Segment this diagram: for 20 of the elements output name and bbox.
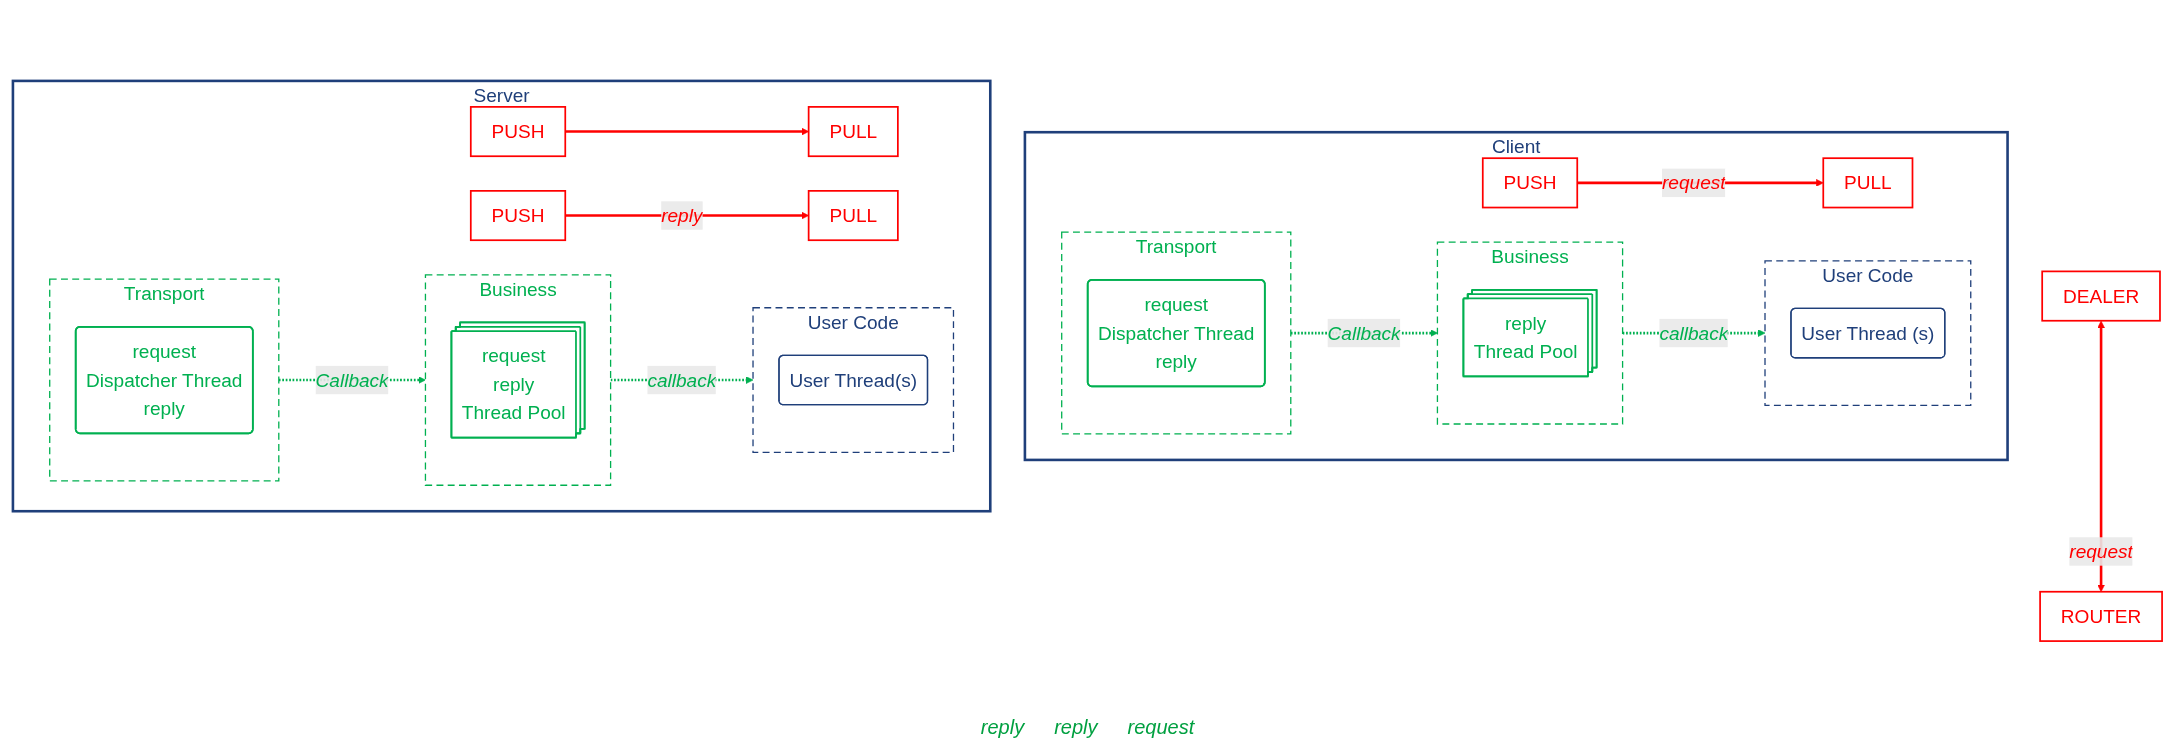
edge-label: Callback — [1327, 322, 1401, 344]
node-box: PULL — [807, 106, 899, 158]
node-box: PUSH — [1481, 157, 1579, 209]
edge-label: Callback — [315, 369, 389, 391]
note-label: request — [1127, 716, 1195, 739]
node-box: ROUTER — [2039, 590, 2163, 642]
edge-label: request — [1662, 172, 1726, 194]
edge-label: reply — [661, 204, 703, 227]
note-label: reply — [980, 716, 1025, 739]
note-label: reply — [1054, 716, 1098, 739]
edge-label: request — [2069, 540, 2133, 563]
node-box: PUSH — [469, 106, 567, 158]
node-box: PULL — [1822, 157, 1914, 209]
node-box: PULL — [807, 190, 899, 242]
edge-label: callback — [647, 369, 717, 391]
arrow — [565, 127, 809, 136]
node-box: PUSH — [469, 190, 567, 242]
node-box: DEALER — [2041, 270, 2161, 322]
arrow — [2097, 320, 2105, 593]
edge-label: callback — [1659, 322, 1729, 344]
